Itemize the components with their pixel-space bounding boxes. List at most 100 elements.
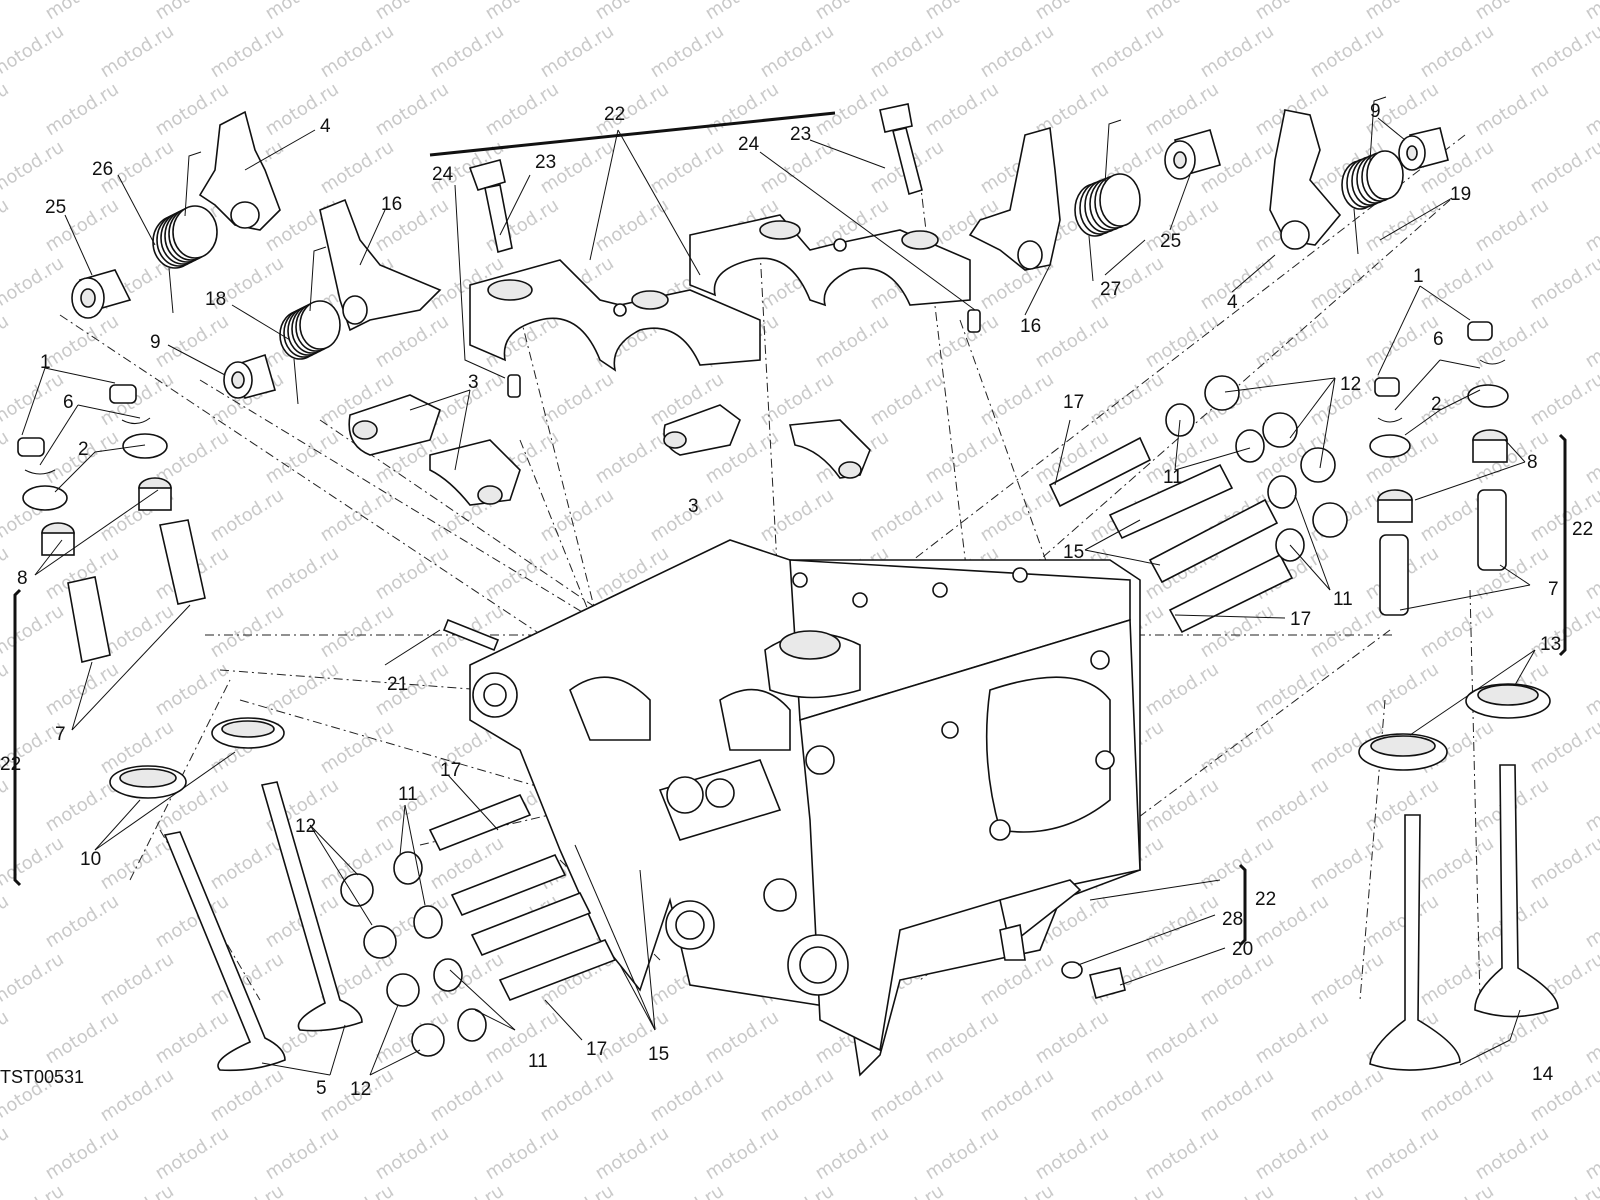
watermark-text: motod.ru	[0, 601, 68, 663]
watermark-text: motod.ru	[207, 1181, 288, 1200]
camshaft-bearing-caps	[348, 214, 971, 506]
watermark-text: motod.ru	[1362, 0, 1443, 24]
callout-5: 5	[316, 1078, 327, 1099]
watermark-text: motod.ru	[702, 0, 783, 24]
callout-22-top: 22	[604, 104, 625, 125]
watermark-text: motod.ru	[0, 1181, 68, 1200]
watermark-text: motod.ru	[0, 427, 13, 489]
watermark-text: motod.ru	[1307, 949, 1388, 1011]
callout-16-left: 16	[381, 194, 402, 215]
watermark-text: motod.ru	[0, 1007, 13, 1069]
watermark-text: motod.ru	[97, 21, 178, 83]
watermark-text: motod.ru	[757, 21, 838, 83]
watermark-text: motod.ru	[1252, 775, 1333, 837]
watermark-text: motod.ru	[812, 0, 893, 24]
callout-10: 10	[80, 849, 101, 870]
spring-coil	[172, 205, 218, 259]
watermark-text: motod.ru	[647, 1065, 728, 1127]
watermark-text: motod.ru	[977, 1181, 1058, 1200]
watermark-text: motod.ru	[0, 949, 68, 1011]
watermark-text: motod.ru	[1472, 1123, 1553, 1185]
callout-11-right-lower: 11	[1333, 589, 1353, 610]
watermark-text: motod.ru	[757, 1181, 838, 1200]
callout-13: 13	[1540, 634, 1561, 655]
watermark-text: motod.ru	[1252, 659, 1333, 721]
watermark-text: motod.ru	[1527, 253, 1600, 315]
callout-25-left: 25	[45, 197, 66, 218]
rocker-return-springs	[152, 96, 1404, 405]
watermark-text: motod.ru	[0, 0, 13, 24]
watermark-text: motod.ru	[1087, 1065, 1168, 1127]
watermark-text: motod.ru	[1307, 21, 1388, 83]
watermark-text: motod.ru	[1142, 1007, 1223, 1069]
watermark-text: motod.ru	[1527, 833, 1600, 895]
callout-25-right: 25	[1160, 231, 1181, 252]
watermark-text: motod.ru	[0, 775, 13, 837]
watermark-text: motod.ru	[537, 21, 618, 83]
watermark-text: motod.ru	[482, 79, 563, 141]
watermark-text: motod.ru	[1582, 1123, 1600, 1185]
callout-8-right: 8	[1527, 452, 1538, 473]
watermark-text: motod.ru	[317, 485, 398, 547]
watermark-text: motod.ru	[0, 253, 68, 315]
callout-leader-lines	[13, 111, 1567, 1076]
watermark-text: motod.ru	[372, 79, 453, 141]
watermark-text: motod.ru	[0, 311, 13, 373]
callout-7-right: 7	[1548, 579, 1559, 600]
drawing-id: TST00531	[0, 1067, 84, 1087]
callout-9-left: 9	[150, 332, 161, 353]
callout-22-lower-right: 22	[1255, 889, 1276, 910]
watermark-text: motod.ru	[647, 21, 728, 83]
watermark-text: motod.ru	[1142, 311, 1223, 373]
watermark-text: motod.ru	[42, 311, 123, 373]
callout-19: 19	[1450, 184, 1471, 205]
watermark-text: motod.ru	[1197, 21, 1278, 83]
watermark-text: motod.ru	[262, 659, 343, 721]
watermark-text: motod.ru	[152, 311, 233, 373]
watermark-text: motod.ru	[922, 79, 1003, 141]
lower-left-shafts-and-plugs	[340, 793, 617, 1057]
watermark-text: motod.ru	[1362, 1123, 1443, 1185]
callout-11-lower-left: 11	[528, 1051, 548, 1072]
watermark-text: motod.ru	[97, 369, 178, 431]
callout-17-right-upper: 17	[1063, 392, 1084, 413]
watermark-text: motod.ru	[42, 79, 123, 141]
watermark-text: motod.ru	[1582, 543, 1600, 605]
watermark-text: motod.ru	[1417, 253, 1498, 315]
watermark-text: motod.ru	[317, 1181, 398, 1200]
left-valve-hardware	[17, 384, 206, 663]
watermark-text: motod.ru	[702, 1007, 783, 1069]
watermark-text: motod.ru	[977, 485, 1058, 547]
watermark-text: motod.ru	[702, 79, 783, 141]
watermark-text: motod.ru	[482, 1007, 563, 1069]
watermark-text: motod.ru	[1417, 1181, 1498, 1200]
spring-tail	[1369, 96, 1387, 162]
callout-21: 21	[387, 674, 408, 695]
watermark-text: motod.ru	[1527, 1181, 1600, 1200]
callout-11-upper-left: 11	[398, 784, 418, 805]
callout-17-right-lower: 17	[1290, 609, 1311, 630]
callout-27: 27	[1100, 279, 1121, 300]
watermark-text: motod.ru	[1582, 775, 1600, 837]
watermark-text: motod.ru	[482, 543, 563, 605]
watermark-text: motod.ru	[1032, 311, 1113, 373]
watermark-text: motod.ru	[207, 485, 288, 547]
spring-tail	[168, 267, 174, 314]
watermark-text: motod.ru	[1362, 775, 1443, 837]
watermark-text: motod.ru	[317, 601, 398, 663]
callout-23-top-left: 23	[535, 152, 556, 173]
valve-seats	[109, 683, 1551, 799]
watermark-text: motod.ru	[867, 369, 948, 431]
spring-coil	[1099, 173, 1141, 227]
watermark-text: motod.ru	[97, 1065, 178, 1127]
callout-1-right: 1	[1413, 266, 1424, 287]
watermark-text: motod.ru	[977, 21, 1058, 83]
spring-coil	[299, 300, 341, 350]
watermark-text: motod.ru	[1142, 891, 1223, 953]
watermark-text: motod.ru	[592, 427, 673, 489]
watermark-text: motod.ru	[1142, 775, 1223, 837]
watermark-text: motod.ru	[1362, 311, 1443, 373]
watermark-text: motod.ru	[1142, 195, 1223, 257]
watermark-text: motod.ru	[42, 891, 123, 953]
watermark-text: motod.ru	[207, 1065, 288, 1127]
